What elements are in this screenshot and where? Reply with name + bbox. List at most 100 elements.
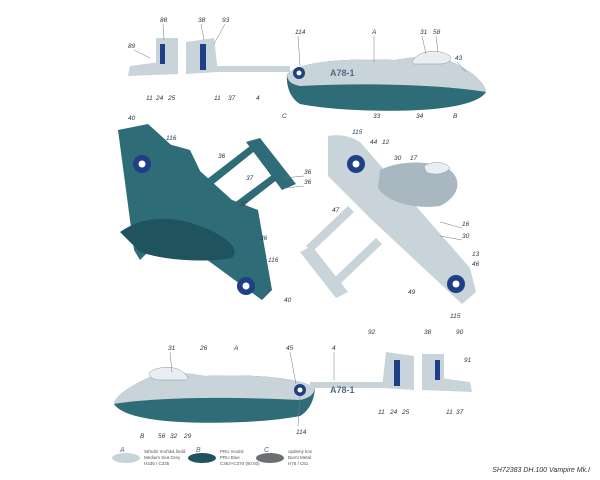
- callout-label: 33: [373, 113, 381, 120]
- bottom-profile-serial: A78-1: [330, 385, 355, 395]
- callout-label: 37: [240, 201, 248, 208]
- legend-swatch-c: [256, 453, 284, 463]
- bottom-profile-tail-boom: [310, 382, 410, 388]
- callout-label: 11: [146, 95, 153, 102]
- callout-label: 4: [332, 345, 336, 352]
- callout-label: A: [371, 29, 376, 36]
- callout-label: 13: [472, 251, 480, 258]
- callout-label: 58: [433, 29, 441, 36]
- upper-roundel-2-inner: [452, 280, 460, 288]
- callout-label: B: [140, 433, 145, 440]
- callout-label: 44: [370, 139, 378, 146]
- legend-b-line1: PRU modrá: [220, 449, 244, 454]
- legend-c-line2: Burnt Metal: [288, 455, 311, 460]
- callout-label: A: [233, 345, 238, 352]
- callout-label: 115: [450, 313, 461, 320]
- top-profile-rudder-stripe: [200, 44, 206, 70]
- callout-label: 36: [218, 153, 226, 160]
- callout-label: 38: [424, 329, 432, 336]
- underside-tail-boom-upper: [180, 146, 256, 206]
- underside-roundel-1-inner: [138, 160, 146, 168]
- upper-planform: [300, 135, 476, 304]
- callout-label: 26: [199, 345, 208, 352]
- callout-label: 11: [446, 409, 453, 416]
- callout-label: 37: [246, 175, 254, 182]
- upper-tailplane: [300, 246, 348, 298]
- legend-swatch-a: [112, 453, 140, 463]
- underside-tail-boom-lower: [206, 172, 282, 230]
- legend-a-line3: H335 / C335: [144, 461, 170, 466]
- callout-label: 47: [332, 207, 340, 214]
- callout-label: 88: [160, 17, 168, 24]
- callout-label: 56: [158, 433, 166, 440]
- upper-tail-boom-2: [334, 238, 382, 284]
- bottom-side-profile: A78-1: [114, 352, 472, 423]
- underside-nacelle: [120, 218, 235, 261]
- callout-label: 45: [286, 345, 294, 352]
- legend-letter-b: B: [196, 447, 201, 454]
- callout-label: 116: [268, 257, 279, 264]
- callout-label: 24: [389, 409, 398, 416]
- callout-label: 43: [455, 55, 463, 62]
- callout-label: 25: [167, 95, 176, 102]
- callout-label: 46: [472, 261, 480, 268]
- upper-canopy: [423, 162, 451, 175]
- callout-label: 36: [260, 235, 268, 242]
- legend-a-line1: Střední mořská šedá: [144, 449, 186, 454]
- callout-label: 31: [420, 29, 428, 36]
- upper-roundel-1-inner: [352, 160, 360, 168]
- legend-letter-c: C: [264, 447, 270, 454]
- top-profile-far-rudder-stripe: [160, 44, 165, 64]
- callout-label: 4: [256, 95, 260, 102]
- callout-label: 11: [378, 409, 385, 416]
- callout-label: 32: [170, 433, 178, 440]
- bottom-profile-far-fin-top: [422, 354, 444, 384]
- callout-label: 91: [464, 357, 472, 364]
- callout-label: 30: [462, 233, 470, 240]
- callout-label: 16: [462, 221, 470, 228]
- callout-label: 40: [128, 115, 136, 122]
- legend-c-line3: H76 / C61: [288, 461, 309, 466]
- legend-swatch-b: [188, 453, 216, 463]
- bottom-profile-upper-fuselage: [114, 372, 315, 404]
- callout-label: 37: [228, 95, 236, 102]
- top-profile-tail-boom: [190, 66, 290, 72]
- callout-label: C: [282, 113, 287, 120]
- top-profile-upper-fuselage: [287, 56, 486, 92]
- underside-roundel-2-inner: [242, 282, 250, 290]
- legend-c-line1: opálený kov: [288, 449, 313, 454]
- bottom-profile-rudder-stripe: [394, 360, 400, 386]
- upper-wing: [328, 135, 476, 304]
- sheet-footer-caption: SH72383 DH.100 Vampire Mk.I: [492, 467, 590, 474]
- callout-label: 93: [222, 17, 230, 24]
- callout-label: 92: [368, 329, 376, 336]
- callout-label: 90: [456, 329, 464, 336]
- callout-label: 38: [198, 17, 206, 24]
- callout-label: 40: [284, 297, 292, 304]
- bottom-profile-roundel-inner: [297, 387, 303, 393]
- leader-lines: [133, 23, 467, 427]
- callout-label: 36: [304, 169, 312, 176]
- paint-legend: A Střední mořská šedá Medium Sea Grey H3…: [112, 447, 313, 466]
- legend-a-line2: Medium Sea Grey: [144, 455, 181, 460]
- callout-label: 25: [401, 409, 410, 416]
- callout-label: 37: [456, 409, 464, 416]
- callout-label: 114: [295, 29, 306, 36]
- callout-label: 11: [214, 95, 221, 102]
- top-profile-canopy: [411, 50, 451, 65]
- callout-label: 12: [382, 139, 390, 146]
- underside-tailplane: [246, 138, 296, 190]
- callout-labels: 88 89 11 24 25 38 93 11 37 4 C 114 A 31 …: [128, 17, 480, 440]
- top-profile-far-fin-top: [156, 38, 178, 68]
- callout-label: B: [453, 113, 458, 120]
- callout-label: 49: [408, 289, 416, 296]
- callout-label: 36: [304, 179, 312, 186]
- callout-label: 24: [155, 95, 164, 102]
- legend-b-line3: C363+C370 (50:50): [220, 461, 260, 466]
- callout-label: 17: [410, 155, 418, 162]
- bottom-profile-far-rudder-stripe: [435, 360, 440, 380]
- callout-label: 116: [166, 135, 177, 142]
- top-profile-serial: A78-1: [330, 68, 355, 78]
- legend-letter-a: A: [119, 447, 125, 454]
